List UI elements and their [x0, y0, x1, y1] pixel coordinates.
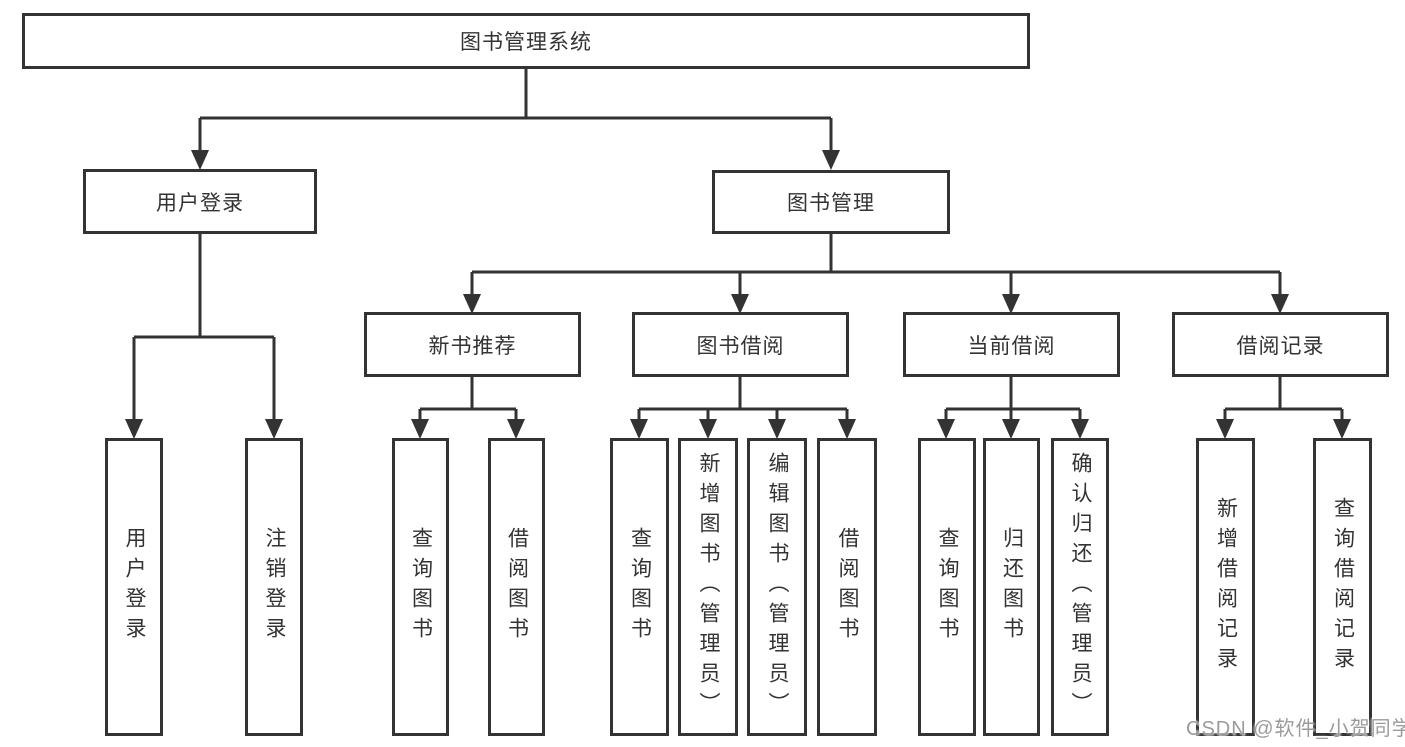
node-book-borrowing: 图书借阅 — [632, 312, 849, 377]
leaf-label: 用户登录 — [123, 527, 146, 647]
leaf-edit-book-admin: 编辑图书（管理员） — [747, 438, 807, 736]
node-user-login: 用户登录 — [83, 169, 317, 234]
leaf-label: 查询图书 — [409, 527, 433, 647]
node-label: 用户登录 — [156, 191, 244, 215]
leaf-query-books-recommend: 查询图书 — [392, 438, 449, 736]
leaf-return-books: 归还图书 — [983, 438, 1040, 736]
leaf-label: 查询图书 — [628, 527, 652, 647]
node-new-book-recommend: 新书推荐 — [364, 312, 581, 377]
node-label: 图书借阅 — [696, 334, 785, 358]
leaf-label: 新增图书（管理员） — [697, 452, 720, 722]
leaf-label: 归还图书 — [1000, 527, 1024, 647]
leaf-confirm-return-admin: 确认归还（管理员） — [1051, 438, 1109, 736]
leaf-query-books-current: 查询图书 — [918, 438, 976, 736]
node-book-management: 图书管理 — [712, 170, 950, 234]
node-label: 借阅记录 — [1236, 334, 1325, 358]
node-borrowing-records: 借阅记录 — [1172, 312, 1389, 377]
leaf-label: 新增借阅记录 — [1214, 497, 1238, 677]
leaf-label: 借阅图书 — [505, 527, 529, 647]
leaf-query-borrow-record: 查询借阅记录 — [1313, 438, 1372, 736]
leaf-label: 确认归还（管理员） — [1069, 452, 1092, 722]
leaf-query-books-borrowing: 查询图书 — [610, 438, 669, 736]
leaf-user-login: 用户登录 — [105, 438, 163, 736]
node-library-system: 图书管理系统 — [22, 13, 1030, 69]
leaf-borrow-books: 借阅图书 — [817, 438, 877, 736]
node-label: 图书管理 — [787, 192, 875, 215]
leaf-label: 编辑图书（管理员） — [766, 452, 789, 722]
arrowheads — [125, 150, 1351, 439]
leaf-label: 查询借阅记录 — [1331, 497, 1355, 677]
leaf-label: 查询图书 — [936, 527, 959, 647]
leaf-add-borrow-record: 新增借阅记录 — [1196, 438, 1255, 736]
csdn-watermark: CSDN @软件_小贺同学 — [1186, 718, 1405, 740]
node-label: 新书推荐 — [428, 334, 517, 358]
leaf-logout: 注销登录 — [245, 438, 303, 736]
leaf-add-book-admin: 新增图书（管理员） — [678, 438, 738, 736]
leaf-label: 借阅图书 — [836, 527, 859, 647]
node-label: 图书管理系统 — [460, 31, 592, 54]
node-current-borrowing: 当前借阅 — [903, 312, 1120, 377]
leaf-label: 注销登录 — [263, 527, 286, 647]
node-label: 当前借阅 — [967, 334, 1056, 358]
leaf-borrow-books-recommend: 借阅图书 — [488, 438, 545, 736]
